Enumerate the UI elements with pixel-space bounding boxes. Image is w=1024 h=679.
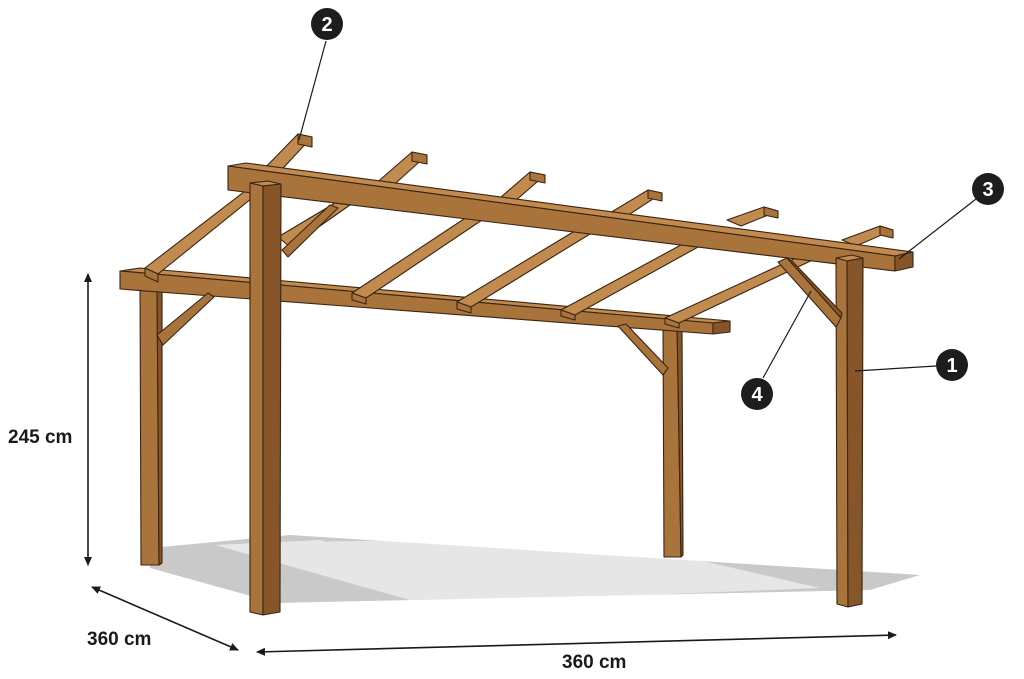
depth-label: 360 cm	[87, 629, 151, 650]
callout-3: 3	[898, 173, 1004, 260]
callout-2-badge	[311, 8, 343, 40]
callout-3-badge	[972, 173, 1004, 205]
callout-1-badge	[936, 349, 968, 381]
rafter	[144, 133, 313, 283]
rafter	[456, 189, 663, 314]
rafter	[560, 206, 779, 321]
brace-front-left	[281, 204, 339, 258]
brace-back-left	[156, 292, 215, 346]
callout-1-number: 1	[946, 355, 957, 377]
brace-back-right	[617, 323, 669, 376]
callout-3-number: 3	[982, 179, 993, 201]
post-back-left	[139, 279, 163, 566]
height-dimension: 245 cm	[8, 273, 92, 566]
width-dimension: 360 cm	[256, 631, 897, 673]
callout-1: 1	[854, 349, 968, 381]
callout-2-number: 2	[321, 14, 332, 36]
beam-front	[227, 162, 914, 272]
callout-2: 2	[298, 8, 343, 141]
ground-shadow	[150, 535, 920, 603]
callout-4-number: 4	[751, 384, 763, 406]
post-back-right	[662, 321, 684, 558]
post-front-left	[249, 180, 282, 616]
post-front-right	[835, 254, 864, 608]
height-label: 245 cm	[8, 427, 72, 448]
callout-4: 4	[741, 290, 812, 410]
width-label: 360 cm	[562, 652, 626, 673]
depth-dimension: 360 cm	[87, 586, 239, 651]
callout-4-badge	[741, 378, 773, 410]
